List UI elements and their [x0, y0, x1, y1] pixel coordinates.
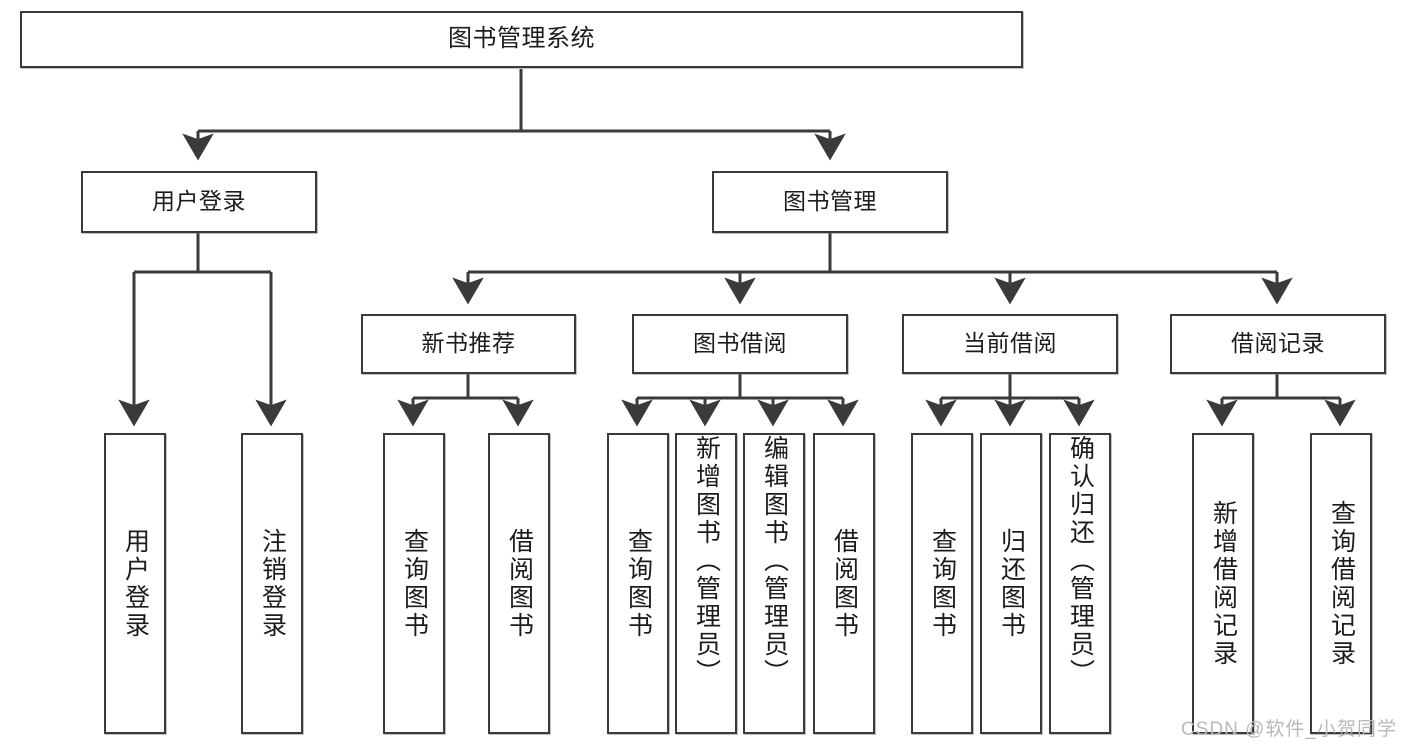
node-book-manage-label: 图书管理 [783, 188, 877, 215]
node-leaf-borrow-book-1[interactable]: 借阅图书 [488, 433, 550, 734]
node-leaf-confirm-return[interactable]: 确认归还（管理员） [1049, 433, 1111, 734]
node-leaf-return-book-label: 归还图书 [997, 527, 1026, 640]
node-leaf-user-logout-label: 注销登录 [258, 527, 287, 640]
node-leaf-add-record[interactable]: 新增借阅记录 [1192, 433, 1254, 734]
node-leaf-user-logout[interactable]: 注销登录 [241, 433, 303, 734]
node-leaf-add-book-label: 新增图书（管理员） [692, 435, 721, 687]
node-leaf-return-book[interactable]: 归还图书 [980, 433, 1042, 734]
node-root[interactable]: 图书管理系统 [20, 11, 1023, 68]
node-borrow-record[interactable]: 借阅记录 [1170, 314, 1386, 374]
node-leaf-edit-book-label: 编辑图书（管理员） [760, 435, 789, 687]
node-leaf-edit-book[interactable]: 编辑图书（管理员） [743, 433, 805, 734]
node-leaf-borrow-book-2-label: 借阅图书 [830, 527, 859, 640]
node-leaf-add-record-label: 新增借阅记录 [1209, 499, 1238, 668]
node-user-login[interactable]: 用户登录 [81, 171, 317, 233]
node-leaf-query-record-label: 查询借阅记录 [1327, 499, 1356, 668]
node-leaf-add-book[interactable]: 新增图书（管理员） [675, 433, 737, 734]
node-leaf-borrow-book-2[interactable]: 借阅图书 [813, 433, 875, 734]
node-leaf-query-book-2[interactable]: 查询图书 [607, 433, 669, 734]
node-book-manage[interactable]: 图书管理 [712, 171, 948, 233]
node-leaf-user-login[interactable]: 用户登录 [104, 433, 166, 734]
node-book-borrow-label: 图书借阅 [693, 330, 787, 357]
node-leaf-query-book-3[interactable]: 查询图书 [911, 433, 973, 734]
node-leaf-query-book-3-label: 查询图书 [928, 527, 957, 640]
node-leaf-user-login-label: 用户登录 [121, 527, 150, 640]
node-leaf-query-book-1[interactable]: 查询图书 [383, 433, 445, 734]
node-user-login-label: 用户登录 [152, 188, 246, 215]
node-new-book-recommend[interactable]: 新书推荐 [361, 314, 576, 374]
node-leaf-borrow-book-1-label: 借阅图书 [505, 527, 534, 640]
node-root-label: 图书管理系统 [448, 25, 595, 53]
node-leaf-confirm-return-label: 确认归还（管理员） [1066, 435, 1095, 687]
node-new-book-recommend-label: 新书推荐 [421, 330, 516, 357]
node-leaf-query-book-1-label: 查询图书 [400, 527, 429, 640]
node-current-borrow[interactable]: 当前借阅 [902, 314, 1118, 374]
node-current-borrow-label: 当前借阅 [963, 330, 1057, 357]
node-leaf-query-book-2-label: 查询图书 [624, 527, 653, 640]
node-book-borrow[interactable]: 图书借阅 [632, 314, 848, 374]
node-borrow-record-label: 借阅记录 [1231, 330, 1325, 357]
node-leaf-query-record[interactable]: 查询借阅记录 [1310, 433, 1372, 734]
